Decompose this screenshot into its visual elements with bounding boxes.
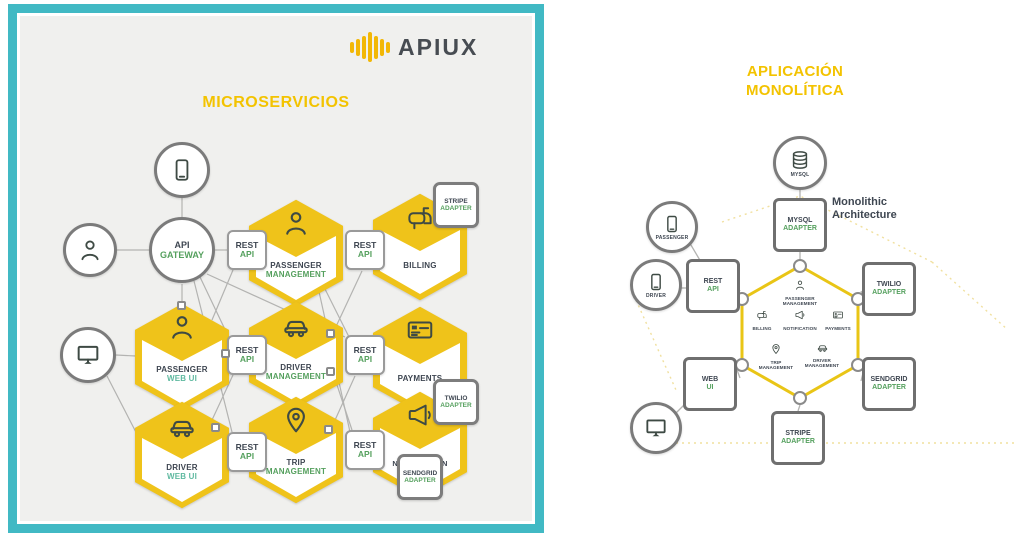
connection-port xyxy=(211,423,220,432)
hex-label: PAYMENTS xyxy=(397,374,443,383)
person-icon xyxy=(794,279,806,291)
apiux-logo: APIUX xyxy=(350,30,478,64)
connection-port xyxy=(177,301,186,310)
connection-port xyxy=(326,329,335,338)
map-pin-icon xyxy=(281,405,311,435)
car-icon xyxy=(279,310,313,340)
monolith-services: PASSENGER MANAGEMENT BILLING NOTIFICATIO… xyxy=(742,270,858,392)
api-gateway-circle: API GATEWAY xyxy=(149,217,215,283)
hex-label: BILLING xyxy=(403,261,437,270)
connection-port xyxy=(326,367,335,376)
service-trip-management: TRIP MANAGEMENT xyxy=(754,342,798,371)
hex-label: PASSENGER xyxy=(270,261,322,270)
microservices-canvas: APIUX MICROSERVICIOS xyxy=(20,16,532,521)
connection-port xyxy=(221,349,230,358)
passenger-client-circle: PASSENGER xyxy=(646,201,698,253)
car-icon xyxy=(816,341,829,353)
api-gateway-line1: API xyxy=(174,240,190,250)
service-passenger-management: PASSENGER MANAGEMENT xyxy=(772,278,828,307)
monolithic-title-line1: APLICACIÓN xyxy=(746,63,844,80)
monolith-hexagon xyxy=(735,259,865,405)
hex-sublabel: WEB UI xyxy=(166,472,198,481)
hex-sublabel: MANAGEMENT xyxy=(265,467,327,476)
driver-client-circle: DRIVER xyxy=(630,259,682,311)
megaphone-icon xyxy=(405,400,435,430)
connection-port xyxy=(324,425,333,434)
phone-icon xyxy=(646,272,666,292)
hex-sublabel: MANAGEMENT xyxy=(265,372,327,381)
database-icon xyxy=(789,149,811,171)
desktop-client-circle xyxy=(60,327,116,383)
person-icon xyxy=(77,237,103,263)
driver-circle-label: DRIVER xyxy=(645,292,667,299)
hex-label: TRIP xyxy=(286,458,306,467)
passenger-circle-label: PASSENGER xyxy=(655,234,689,241)
monitor-icon xyxy=(643,415,669,441)
apiux-logo-text: APIUX xyxy=(398,33,479,60)
service-billing: BILLING xyxy=(742,308,782,331)
monolithic-title-line2: MONOLÍTICA xyxy=(746,82,844,99)
person-icon xyxy=(281,208,311,238)
user-client-circle xyxy=(63,223,117,277)
credit-card-icon xyxy=(405,315,435,345)
monolithic-architecture-label: Monolithic Architecture xyxy=(832,196,897,221)
apiux-logo-bars-icon xyxy=(350,30,390,64)
mysql-circle-label: MYSQL xyxy=(790,171,810,178)
desktop-client-circle-right xyxy=(630,402,682,454)
person-icon xyxy=(167,312,197,342)
hex-sublabel: MANAGEMENT xyxy=(265,270,327,279)
mobile-client-circle xyxy=(154,142,210,198)
map-pin-icon xyxy=(770,343,782,355)
car-icon xyxy=(165,410,199,440)
hex-label: DRIVER xyxy=(166,463,198,472)
monitor-icon xyxy=(74,341,102,369)
mailbox-icon xyxy=(405,202,435,232)
phone-icon xyxy=(662,214,682,234)
service-driver-management: DRIVER MANAGEMENT xyxy=(798,340,846,369)
service-payments: PAYMENTS xyxy=(818,308,858,331)
mysql-database-circle: MYSQL xyxy=(773,136,827,190)
hex-label: DRIVER xyxy=(280,363,312,372)
mailbox-icon xyxy=(756,309,768,321)
microservices-title: MICROSERVICIOS xyxy=(202,94,350,111)
credit-card-icon xyxy=(832,309,844,321)
monolithic-title: APLICACIÓN MONOLÍTICA xyxy=(700,62,890,100)
phone-icon xyxy=(169,157,195,183)
hex-label: PASSENGER xyxy=(156,365,208,374)
microservices-panel: APIUX MICROSERVICIOS xyxy=(8,4,544,533)
megaphone-icon xyxy=(794,309,806,321)
api-gateway-line2: GATEWAY xyxy=(159,250,204,260)
service-notification: NOTIFICATION xyxy=(778,308,822,331)
hex-sublabel: WEB UI xyxy=(166,374,198,383)
